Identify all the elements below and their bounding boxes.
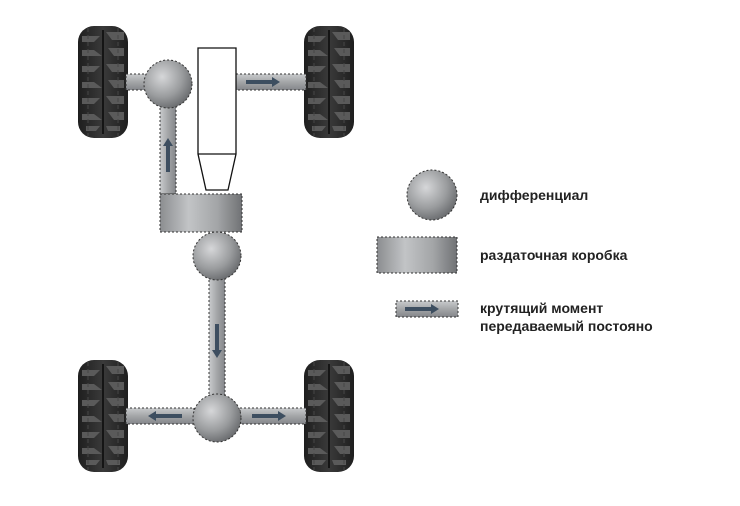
legend-transfer-case-label: раздаточная коробка (480, 247, 628, 263)
transfer-case-box (159, 193, 243, 233)
rear-left-tire-icon (77, 359, 129, 473)
front-differential (143, 59, 193, 109)
engine-gearbox-outline (197, 47, 237, 191)
legend-differential-label: дифференциал (480, 187, 589, 203)
legend-differential-icon (406, 169, 458, 221)
rear-differential (192, 393, 242, 443)
legend-transfer-case-icon (376, 236, 458, 274)
legend-torque-label-line2: передаваемый постояно (480, 318, 653, 334)
legend-torque-label-line1: крутящий момент (480, 300, 604, 316)
front-right-tire-icon (303, 25, 355, 139)
front-left-tire-icon (77, 25, 129, 139)
rear-right-tire-icon (303, 359, 355, 473)
center-differential (192, 231, 242, 281)
